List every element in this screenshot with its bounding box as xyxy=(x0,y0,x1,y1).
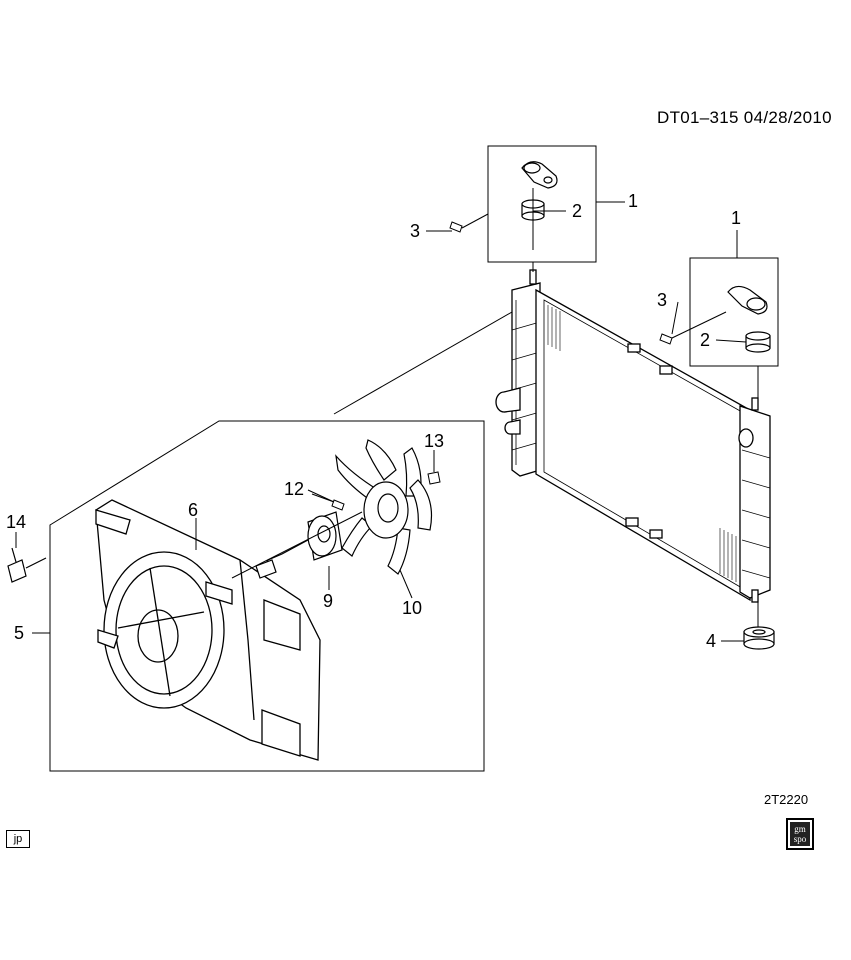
fan-motor xyxy=(255,511,343,579)
jp-badge: jp xyxy=(6,830,30,848)
logo-top-text: gm xyxy=(794,824,806,834)
callout-leaders xyxy=(15,201,747,642)
shroud-bolt xyxy=(7,547,47,583)
document-id: DT01–315 04/28/2010 xyxy=(657,108,832,127)
leader-radiator-to-fan xyxy=(333,311,513,415)
fan-assembly-box xyxy=(49,420,485,772)
fan-shroud xyxy=(95,499,321,761)
callout-2-right: 2 xyxy=(700,330,710,350)
lower-bushing xyxy=(743,602,775,650)
rubber-bushing-right xyxy=(745,331,771,353)
radiator xyxy=(495,269,771,603)
gm-spo-logo: gm spo xyxy=(786,818,814,850)
fan-blade xyxy=(335,439,433,575)
detail-box-mount-right xyxy=(689,257,779,367)
callout-1-left: 1 xyxy=(628,191,638,211)
callout-12: 12 xyxy=(284,479,304,499)
upper-mount-right xyxy=(727,285,768,315)
motor-axis xyxy=(231,511,363,579)
callout-13: 13 xyxy=(424,431,444,451)
upper-mount-left xyxy=(521,161,558,189)
callout-3-left: 3 xyxy=(410,221,420,241)
callout-2-left: 2 xyxy=(572,201,582,221)
callout-4: 4 xyxy=(706,631,716,651)
callout-10: 10 xyxy=(402,598,422,618)
callout-14: 14 xyxy=(6,512,26,532)
bolt-left xyxy=(449,213,489,233)
logo-bottom-text: spo xyxy=(793,834,807,844)
bolt-right xyxy=(659,311,727,345)
detail-box-mount-left xyxy=(487,145,597,263)
fan-nut xyxy=(427,471,441,485)
callout-5: 5 xyxy=(14,623,24,643)
callout-3-right: 3 xyxy=(657,290,667,310)
callout-1-right: 1 xyxy=(731,208,741,228)
callout-6: 6 xyxy=(188,500,198,520)
illustration-id: 2T2220 xyxy=(764,792,809,807)
motor-screw xyxy=(311,493,345,511)
callout-9: 9 xyxy=(323,591,333,611)
